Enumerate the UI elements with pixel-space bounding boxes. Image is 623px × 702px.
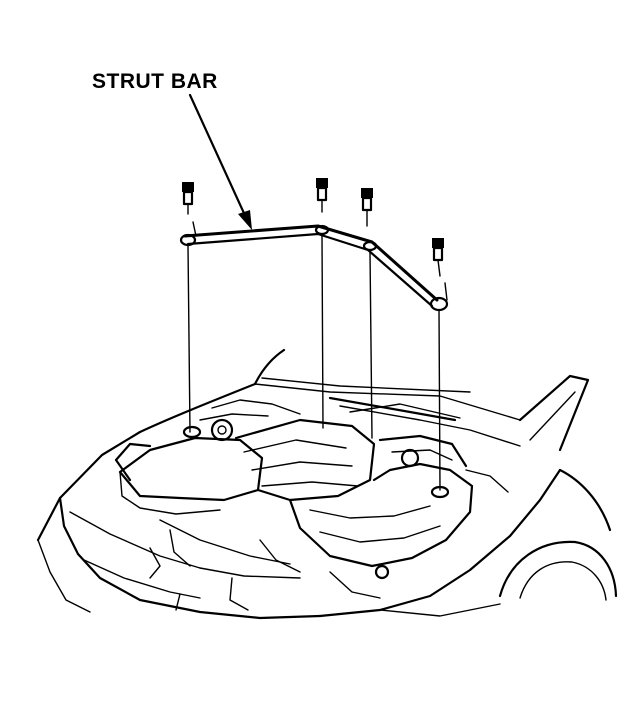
car-body <box>36 348 618 620</box>
callout-arrow <box>188 93 252 230</box>
engine-components <box>114 399 509 611</box>
mounting-guide-lines <box>182 235 450 499</box>
bolt-right <box>432 238 444 277</box>
bolt-left <box>182 182 194 215</box>
strut-bar <box>179 221 449 312</box>
bolt-center-right <box>361 188 373 227</box>
bolt-center-left <box>316 178 328 213</box>
strut-bar-label: STRUT BAR <box>92 70 218 93</box>
